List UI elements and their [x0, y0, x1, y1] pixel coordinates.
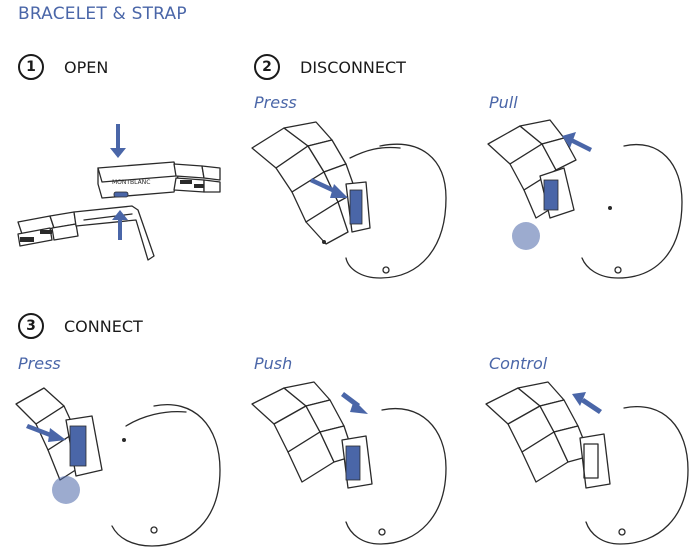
clasp-blade: [73, 205, 155, 261]
step-number-badge: 3: [18, 313, 44, 339]
connect-control-illustration: [485, 381, 689, 545]
bracelet-links: [485, 381, 591, 483]
arrow-up-icon: [112, 210, 128, 240]
step-open-header: 1 OPEN: [18, 54, 108, 80]
bracelet-links-right: [173, 163, 221, 193]
clasp-button: [113, 191, 129, 198]
arrow-up-left-icon: [572, 392, 602, 414]
disconnect-pull-illustration: [487, 119, 683, 279]
action-label-push: Push: [254, 354, 293, 373]
clasp-engraving: MONTBLANC: [112, 179, 150, 186]
action-label-press: Press: [254, 93, 297, 112]
quick-release-button: [543, 179, 559, 211]
step-number-badge: 1: [18, 54, 44, 80]
disconnect-press-illustration: [251, 121, 447, 279]
watch-case: [111, 404, 221, 547]
step-connect-header: 3 CONNECT: [18, 313, 143, 339]
action-label-press: Press: [18, 354, 61, 373]
quick-release-button: [349, 189, 363, 225]
step-label: OPEN: [64, 57, 109, 77]
step-label: DISCONNECT: [300, 57, 406, 77]
step-number-badge: 2: [254, 54, 280, 80]
clasp-cover: [97, 161, 179, 199]
step-label: CONNECT: [64, 316, 143, 336]
connect-push-illustration: [251, 381, 447, 545]
quick-release-button: [583, 443, 599, 479]
arrow-down-right-icon: [341, 392, 368, 414]
watch-case: [345, 407, 447, 545]
open-clasp-illustration: MONTBLANC: [17, 124, 221, 261]
quick-release-button: [345, 445, 361, 481]
bracelet-links: [251, 121, 357, 245]
watch-case: [581, 143, 683, 279]
page-title: BRACELET & STRAP: [18, 4, 187, 24]
action-label-pull: Pull: [489, 93, 518, 112]
arrow-right-icon: [26, 424, 66, 442]
arrow-up-left-icon: [562, 132, 592, 152]
watch-case: [585, 406, 689, 545]
bracelet-links: [251, 381, 355, 483]
highlight-spot: [512, 222, 540, 250]
bracelet-links-left: [17, 211, 79, 247]
arrow-down-icon: [110, 124, 126, 158]
quick-release-button: [69, 425, 87, 467]
arrow-right-icon: [310, 178, 348, 198]
action-label-control: Control: [489, 354, 548, 373]
watch-case: [345, 143, 447, 279]
connect-press-illustration: [15, 387, 221, 547]
highlight-spot: [52, 476, 80, 504]
step-disconnect-header: 2 DISCONNECT: [254, 54, 406, 80]
